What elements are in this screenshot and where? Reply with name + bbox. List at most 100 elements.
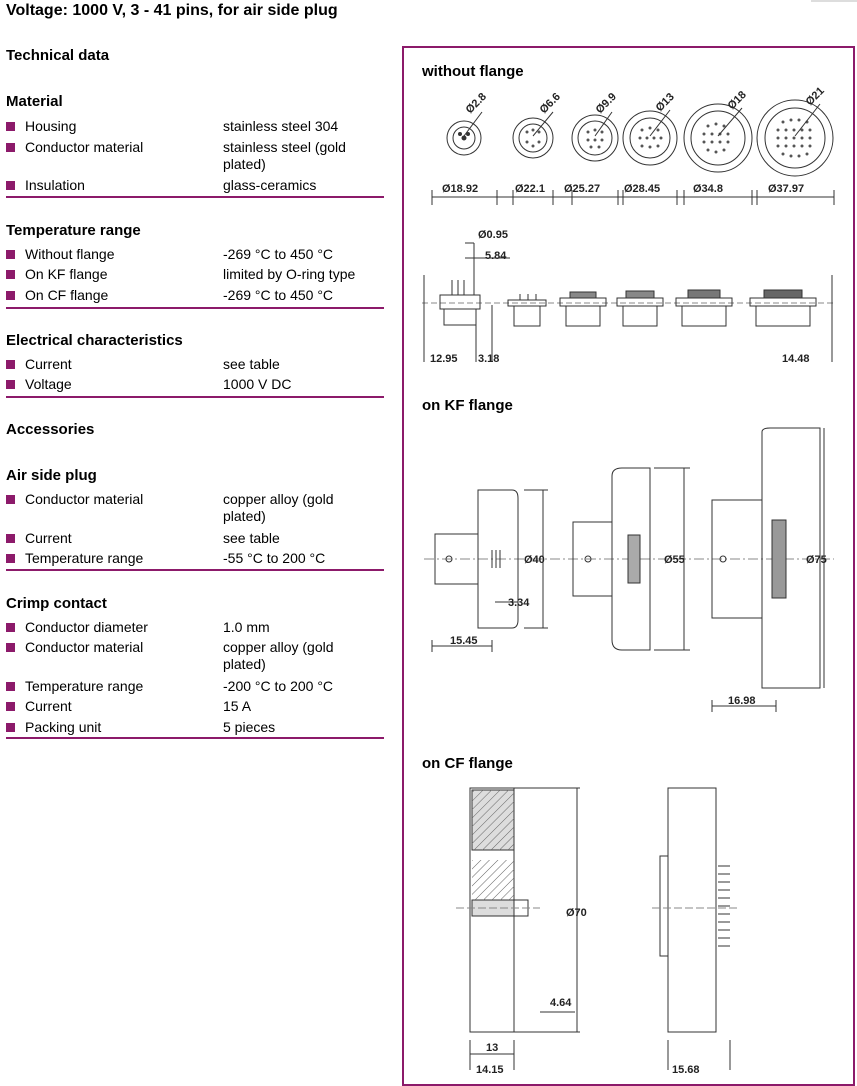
pin-dim-label: Ø9.9 bbox=[594, 91, 619, 116]
kf-flange-title: on KF flange bbox=[422, 397, 513, 414]
kf-dim-label: Ø75 bbox=[806, 554, 827, 566]
bullet-icon bbox=[6, 181, 15, 190]
bullet-icon bbox=[6, 534, 15, 543]
cf-flange-title: on CF flange bbox=[422, 755, 513, 772]
outer-dim-label: Ø28.45 bbox=[624, 183, 660, 195]
row-value: see table bbox=[223, 356, 280, 372]
row-value: glass-ceramics bbox=[223, 177, 317, 193]
top-edge-line bbox=[811, 0, 857, 2]
row-label: Current bbox=[25, 530, 72, 546]
cf-dim-label: 14.15 bbox=[476, 1064, 504, 1076]
pin-dim-label: Ø18 bbox=[726, 89, 749, 112]
outer-dim-label: Ø34.8 bbox=[693, 183, 723, 195]
row-value: stainless steel (gold plated) bbox=[223, 139, 346, 172]
row-label: Without flange bbox=[25, 246, 115, 262]
row-value: copper alloy (gold plated) bbox=[223, 639, 334, 672]
cf-dim-label: Ø70 bbox=[566, 907, 587, 919]
crimp-contact-heading: Crimp contact bbox=[6, 595, 107, 612]
side-dim-label: Ø0.95 bbox=[478, 229, 508, 241]
row-value: 1000 V DC bbox=[223, 376, 292, 392]
side-dim-label: 3.18 bbox=[478, 353, 499, 365]
section-divider bbox=[6, 307, 384, 309]
row-label: Conductor material bbox=[25, 139, 144, 155]
pin-dim-label: Ø21 bbox=[804, 85, 827, 108]
bullet-icon bbox=[6, 122, 15, 131]
pin-dim-label: Ø2.8 bbox=[464, 91, 489, 116]
material-heading: Material bbox=[6, 93, 63, 110]
section-divider bbox=[6, 737, 384, 739]
row-label: Current bbox=[25, 698, 72, 714]
bullet-icon bbox=[6, 360, 15, 369]
bullet-icon bbox=[6, 682, 15, 691]
row-value: 5 pieces bbox=[223, 719, 276, 735]
outer-dim-label: Ø18.92 bbox=[442, 183, 478, 195]
outer-dim-label: Ø25.27 bbox=[564, 183, 600, 195]
connector-side-views bbox=[422, 242, 834, 362]
row-label: Temperature range bbox=[25, 550, 144, 566]
row-label: Conductor material bbox=[25, 639, 144, 655]
outer-dim-label: Ø37.97 bbox=[768, 183, 804, 195]
temperature-heading: Temperature range bbox=[6, 222, 141, 239]
section-divider bbox=[6, 396, 384, 398]
bullet-icon bbox=[6, 495, 15, 504]
row-label: Current bbox=[25, 356, 72, 372]
kf-dim-label: 3.34 bbox=[508, 597, 530, 609]
row-label: Conductor material bbox=[25, 491, 144, 507]
row-value: copper alloy (gold plated) bbox=[223, 491, 334, 524]
row-value: 15 A bbox=[223, 698, 252, 714]
bullet-icon bbox=[6, 702, 15, 711]
pin-dim-label: Ø13 bbox=[654, 91, 677, 114]
section-hatch bbox=[472, 790, 514, 850]
row-value: limited by O-ring type bbox=[223, 266, 356, 282]
connector-front-views bbox=[446, 99, 834, 177]
bullet-icon bbox=[6, 291, 15, 300]
kf-dim-label: Ø55 bbox=[664, 554, 685, 566]
row-label: On CF flange bbox=[25, 287, 109, 303]
bullet-icon bbox=[6, 623, 15, 632]
cf-dim-label: 15.68 bbox=[672, 1064, 700, 1076]
row-value: stainless steel 304 bbox=[223, 118, 339, 134]
cf-dim-label: 13 bbox=[486, 1042, 498, 1054]
bullet-icon bbox=[6, 643, 15, 652]
cf-dim-label: 4.64 bbox=[550, 997, 572, 1009]
outer-dim-label: Ø22.1 bbox=[515, 183, 545, 195]
row-value: -269 °C to 450 °C bbox=[223, 246, 334, 262]
row-label: Conductor diameter bbox=[25, 619, 148, 635]
bullet-icon bbox=[6, 723, 15, 732]
side-dim-label: 14.48 bbox=[782, 353, 810, 365]
row-label: On KF flange bbox=[25, 266, 108, 282]
bullet-icon bbox=[6, 554, 15, 563]
row-label: Packing unit bbox=[25, 719, 102, 735]
row-label: Voltage bbox=[25, 376, 72, 392]
kf-dim-label: 15.45 bbox=[450, 635, 478, 647]
row-label: Insulation bbox=[25, 177, 85, 193]
bullet-icon bbox=[6, 270, 15, 279]
kf-dim-label: 16.98 bbox=[728, 695, 756, 707]
page-title: Voltage: 1000 V, 3 - 41 pins, for air si… bbox=[6, 2, 338, 19]
section-divider bbox=[6, 569, 384, 571]
section-hatch bbox=[472, 860, 514, 900]
air-side-plug-heading: Air side plug bbox=[6, 467, 97, 484]
electrical-heading: Electrical characteristics bbox=[6, 332, 183, 349]
pin-dots bbox=[525, 118, 812, 158]
row-value: -269 °C to 450 °C bbox=[223, 287, 334, 303]
row-value: -55 °C to 200 °C bbox=[223, 550, 326, 566]
bullet-icon bbox=[6, 250, 15, 259]
side-dim-label: 12.95 bbox=[430, 353, 458, 365]
row-label: Housing bbox=[25, 118, 77, 134]
kf-flange-drawings bbox=[424, 427, 834, 712]
technical-data-heading: Technical data bbox=[6, 47, 110, 64]
kf-dim-label: Ø40 bbox=[524, 554, 545, 566]
row-label: Temperature range bbox=[25, 678, 144, 694]
side-dim-label: 5.84 bbox=[485, 250, 507, 262]
bullet-icon bbox=[6, 380, 15, 389]
row-value: see table bbox=[223, 530, 280, 546]
accessories-heading: Accessories bbox=[6, 421, 95, 438]
bullet-icon bbox=[6, 143, 15, 152]
row-value: -200 °C to 200 °C bbox=[223, 678, 334, 694]
pin-dim-label: Ø6.6 bbox=[538, 91, 563, 116]
without-flange-title: without flange bbox=[422, 63, 524, 80]
row-value: 1.0 mm bbox=[223, 619, 270, 635]
section-divider bbox=[6, 196, 384, 198]
